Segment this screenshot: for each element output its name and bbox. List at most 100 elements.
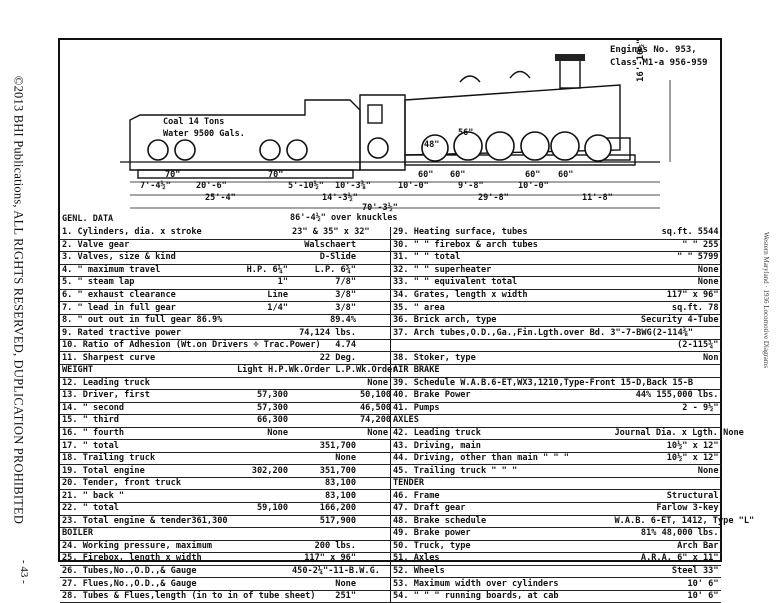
table-cell	[235, 515, 290, 529]
table-cell	[358, 527, 390, 541]
table-cell: 35. " area	[390, 301, 613, 315]
table-cell	[390, 339, 613, 353]
table-cell: 3/8"	[290, 301, 358, 315]
driver-wheel-2	[453, 131, 483, 161]
engines-header: Engines No. 953, Class M1-a 956-959	[610, 44, 708, 70]
table-row: 45. Trailing truck " " "None	[390, 464, 721, 478]
table-cell: 1"	[235, 276, 290, 290]
table-cell: 12. Leading truck	[60, 377, 235, 391]
table-cell: Farlow 3-key	[612, 502, 721, 516]
table-cell: 4.74	[290, 339, 358, 353]
table-cell: 20. Tender, front truck	[60, 477, 235, 491]
table-cell: 53. Maximum width over cylinders	[390, 577, 613, 591]
table-cell	[235, 326, 290, 340]
table-cell: Line	[235, 289, 290, 303]
table-cell	[358, 264, 390, 278]
table-cell	[612, 377, 721, 391]
table-cell: 57,300	[235, 389, 290, 403]
table-row: 25. Firebox, length x width 117" x 96"	[60, 552, 390, 566]
table-cell: 38. Stoker, type	[390, 351, 613, 365]
table-cell: TENDER	[390, 477, 613, 491]
table-cell: 29. Heating surface, tubes	[390, 227, 613, 240]
general-data-label: GENL. DATA	[62, 214, 114, 224]
table-cell: 24. Working pressure, maximum	[60, 540, 235, 554]
table-cell	[358, 239, 390, 253]
driver-wheel-5	[550, 131, 580, 161]
table-cell: 10. Ratio of Adhesion (Wt.on Drivers ÷ T…	[60, 339, 321, 353]
table-cell: 57,300	[235, 402, 290, 416]
dim-row3-a: 25'-4"	[205, 193, 236, 203]
table-row: 30. " " firebox & arch tubes" " 255	[390, 239, 721, 253]
table-row: BOILER	[60, 527, 390, 541]
table-cell: 89.4%	[290, 314, 358, 328]
table-cell: 7. " lead in full gear	[60, 301, 235, 315]
table-cell	[290, 427, 358, 441]
table-cell: 117" x 96"	[290, 552, 358, 566]
table-cell	[358, 251, 390, 265]
dim-row1-c: 60"	[418, 170, 434, 180]
table-cell: Structural	[612, 489, 721, 504]
dim-row1-d: 60"	[450, 170, 466, 180]
driver-wheel-3	[485, 131, 515, 161]
page-number: - 43 -	[18, 560, 30, 584]
dome	[509, 70, 531, 79]
dim-row2-e: 10'-0"	[398, 181, 429, 191]
table-cell: 44. Driving, other than main " " "	[390, 452, 613, 466]
table-row: 44. Driving, other than main " " "10½" x…	[390, 452, 721, 466]
table-cell	[358, 489, 390, 504]
table-cell: Security 4-Tube	[612, 314, 721, 328]
smokestack	[559, 59, 581, 89]
table-cell: 49. Brake power	[390, 527, 613, 541]
dim-row1-a: 70"	[165, 170, 181, 180]
table-row: (2-115¾"	[390, 339, 721, 353]
table-cell	[358, 565, 390, 579]
table-cell: 41. Pumps	[390, 402, 613, 416]
table-cell	[358, 477, 390, 491]
table-cell: 9. Rated tractive power	[60, 326, 235, 340]
table-cell: 25. Firebox, length x width	[60, 552, 235, 566]
table-cell: 251"	[290, 590, 358, 603]
table-cell: 351,700	[290, 439, 358, 453]
table-cell: sq.ft. 5544	[612, 227, 721, 240]
table-cell	[235, 565, 290, 579]
stack-cap	[555, 54, 585, 61]
table-cell	[612, 326, 721, 340]
table-cell	[358, 301, 390, 315]
table-cell: 1/4"	[235, 301, 290, 315]
table-cell	[358, 452, 390, 466]
overall-length: 86'-4½" over knuckles	[290, 213, 398, 223]
table-cell: 33. " " equivalent total	[390, 276, 613, 290]
table-row: 21. " back "83,100	[60, 489, 390, 504]
table-cell: 22. " total	[60, 502, 235, 516]
table-cell: None	[612, 464, 721, 478]
table-cell: 15. " third	[60, 414, 235, 428]
table-cell: 200 lbs.	[290, 540, 358, 554]
table-cell: 43. Driving, main	[390, 439, 613, 453]
table-cell	[290, 527, 358, 541]
table-cell	[235, 527, 290, 541]
table-cell: " " 255	[612, 239, 721, 253]
table-row: 24. Working pressure, maximum 200 lbs.	[60, 540, 390, 554]
table-cell: WEIGHT	[60, 364, 235, 378]
table-row: AXLES	[390, 414, 721, 428]
dim-row2-b: 20'-6"	[196, 181, 227, 191]
water-capacity: Water 9500 Gals.	[163, 129, 245, 139]
table-cell: Arch Bar	[612, 540, 721, 554]
table-cell	[235, 251, 290, 265]
